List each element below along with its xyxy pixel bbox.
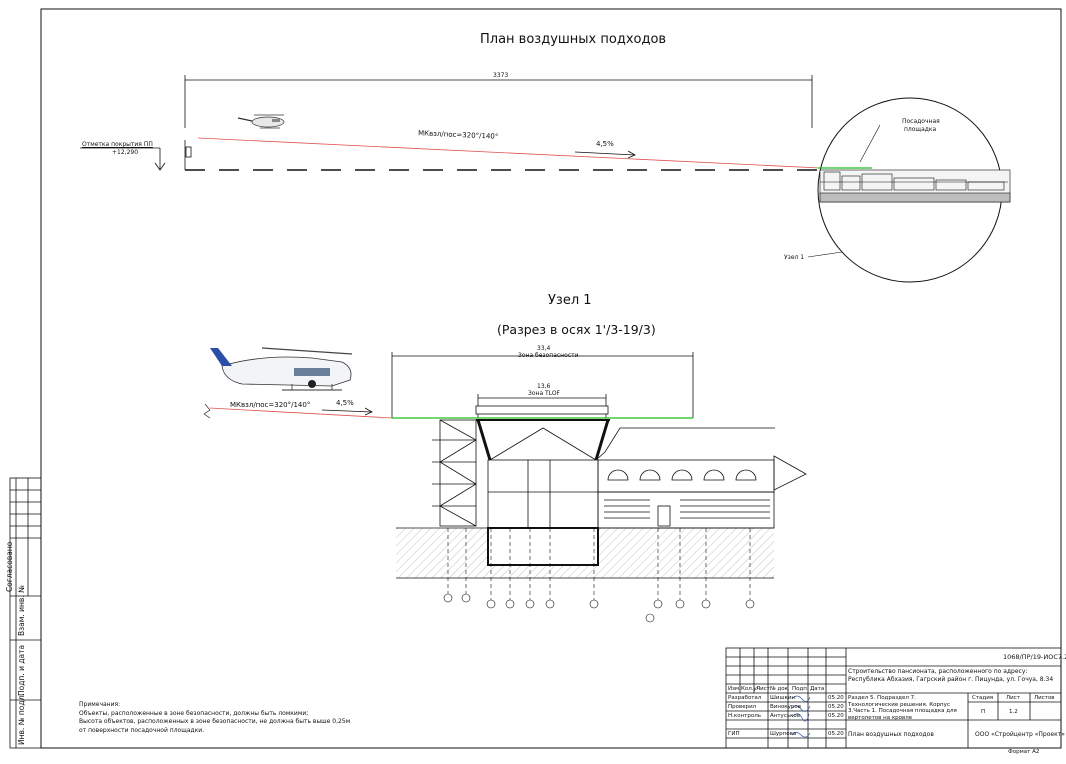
tb-date-1: 05.20 bbox=[828, 704, 844, 710]
tb-org: ООО «Стройцентр «Проект» bbox=[975, 731, 1065, 738]
plan-slope-label: 4,5% bbox=[596, 140, 614, 148]
notes-line-2: Высота объектов, расположенных в зоне бе… bbox=[79, 718, 351, 725]
plan-building-thumbnail bbox=[818, 124, 1011, 203]
section-helicopter-icon bbox=[210, 347, 353, 391]
building-section bbox=[396, 405, 807, 579]
tb-role-2: Н.контроль bbox=[728, 713, 761, 719]
notes-block: Примечания: Объекты, расположенные в зон… bbox=[79, 701, 350, 735]
tb-hdr-0: Изм. bbox=[728, 686, 741, 692]
sidebar-agreed: Согласовано bbox=[5, 541, 14, 592]
tb-hdr-2: Лист bbox=[756, 686, 770, 692]
detail-callout-label: Узел 1 bbox=[784, 254, 805, 261]
section-title: (Разрез в осях 1'/3-19/3) bbox=[497, 322, 656, 337]
tb-role-3: ГИП bbox=[728, 731, 740, 737]
tb-sheets-header: Листов bbox=[1034, 695, 1055, 701]
section-slope-label: 4,5% bbox=[336, 399, 354, 407]
notes-line-1: Объекты, расположенные в зоне безопаснос… bbox=[79, 709, 309, 717]
axis-markers bbox=[443, 528, 755, 623]
break-symbol bbox=[203, 403, 211, 419]
section-approach-line bbox=[209, 407, 393, 419]
tb-sheet-title: План воздушных подходов bbox=[848, 731, 934, 738]
tb-name-3: Шурпова bbox=[770, 731, 797, 737]
tb-project: Строительство пансионата, расположенного… bbox=[848, 668, 1054, 683]
tb-hdr-3: № док bbox=[770, 686, 788, 692]
elevation-mark bbox=[80, 140, 192, 171]
tb-stage-header: Стадия bbox=[972, 695, 994, 701]
sidebar-inv-replace: Взам. инв. № bbox=[17, 585, 26, 636]
plan-title: План воздушных подходов bbox=[480, 32, 667, 47]
tb-date-3: 05.20 bbox=[828, 731, 844, 737]
node-title: Узел 1 bbox=[548, 293, 592, 308]
plan-pad-label-1: Посадочная bbox=[902, 118, 940, 125]
detail-callout-leader bbox=[807, 251, 843, 258]
plan-dimension-line bbox=[184, 75, 813, 128]
tb-hdr-1: Кол.уч bbox=[741, 686, 761, 692]
tlof-label: Зона TLOF bbox=[528, 390, 560, 397]
plan-helicopter-icon bbox=[237, 114, 285, 129]
tb-hdr-4: Подп. bbox=[792, 686, 809, 692]
section-slope-arrow bbox=[321, 407, 373, 416]
plan-approach-line bbox=[197, 137, 821, 169]
sidebar-stamp bbox=[9, 477, 42, 749]
signatures bbox=[791, 695, 811, 738]
plan-dimension-value: 3373 bbox=[493, 72, 509, 79]
sheet-frame bbox=[40, 8, 1062, 749]
zone-dimension-value: 33,4 bbox=[537, 345, 551, 352]
title-block-grid bbox=[725, 647, 1062, 749]
tb-role-1: Проверил bbox=[728, 704, 757, 710]
tb-name-0: Шишкин bbox=[770, 695, 795, 701]
tb-hdr-5: Дата bbox=[810, 686, 825, 692]
tb-date-2: 05.20 bbox=[828, 713, 844, 719]
sidebar-inv-orig: Инв. № подл. bbox=[17, 693, 26, 745]
tb-date-0: 05.20 bbox=[828, 695, 844, 701]
tb-format: Формат А2 bbox=[1008, 749, 1040, 755]
sidebar-sign-date: Подп. и дата bbox=[17, 644, 26, 696]
plan-pad-label-2: площадка bbox=[904, 126, 937, 133]
elevation-mark-label: Отметка покрытия ПП bbox=[82, 141, 153, 148]
tb-name-1: Винокуров bbox=[770, 704, 801, 710]
tb-role-0: Разработал bbox=[728, 695, 762, 701]
tb-sheet-number: 1.2 bbox=[1009, 709, 1018, 715]
notes-line-3: от поверхности посадочной площадки. bbox=[79, 726, 205, 734]
tb-name-2: Антуськов bbox=[770, 713, 801, 719]
section-route-label: МКвзл/пос=320°/140° bbox=[230, 401, 311, 409]
zone-label: Зона безопасности bbox=[518, 352, 579, 359]
tb-code: 1068/ПР/19-ИОС7.2 bbox=[1003, 653, 1066, 661]
tlof-dimension-value: 13,6 bbox=[537, 383, 551, 390]
tb-section: Раздел 5. Подраздел 7. Технологические р… bbox=[848, 695, 957, 721]
notes-heading: Примечания: bbox=[79, 701, 121, 708]
tb-stage: П bbox=[981, 709, 986, 715]
plan-slope-arrow bbox=[574, 150, 636, 159]
tb-sheet-header: Лист bbox=[1006, 695, 1020, 701]
elevation-mark-value: +12,290 bbox=[112, 149, 139, 156]
